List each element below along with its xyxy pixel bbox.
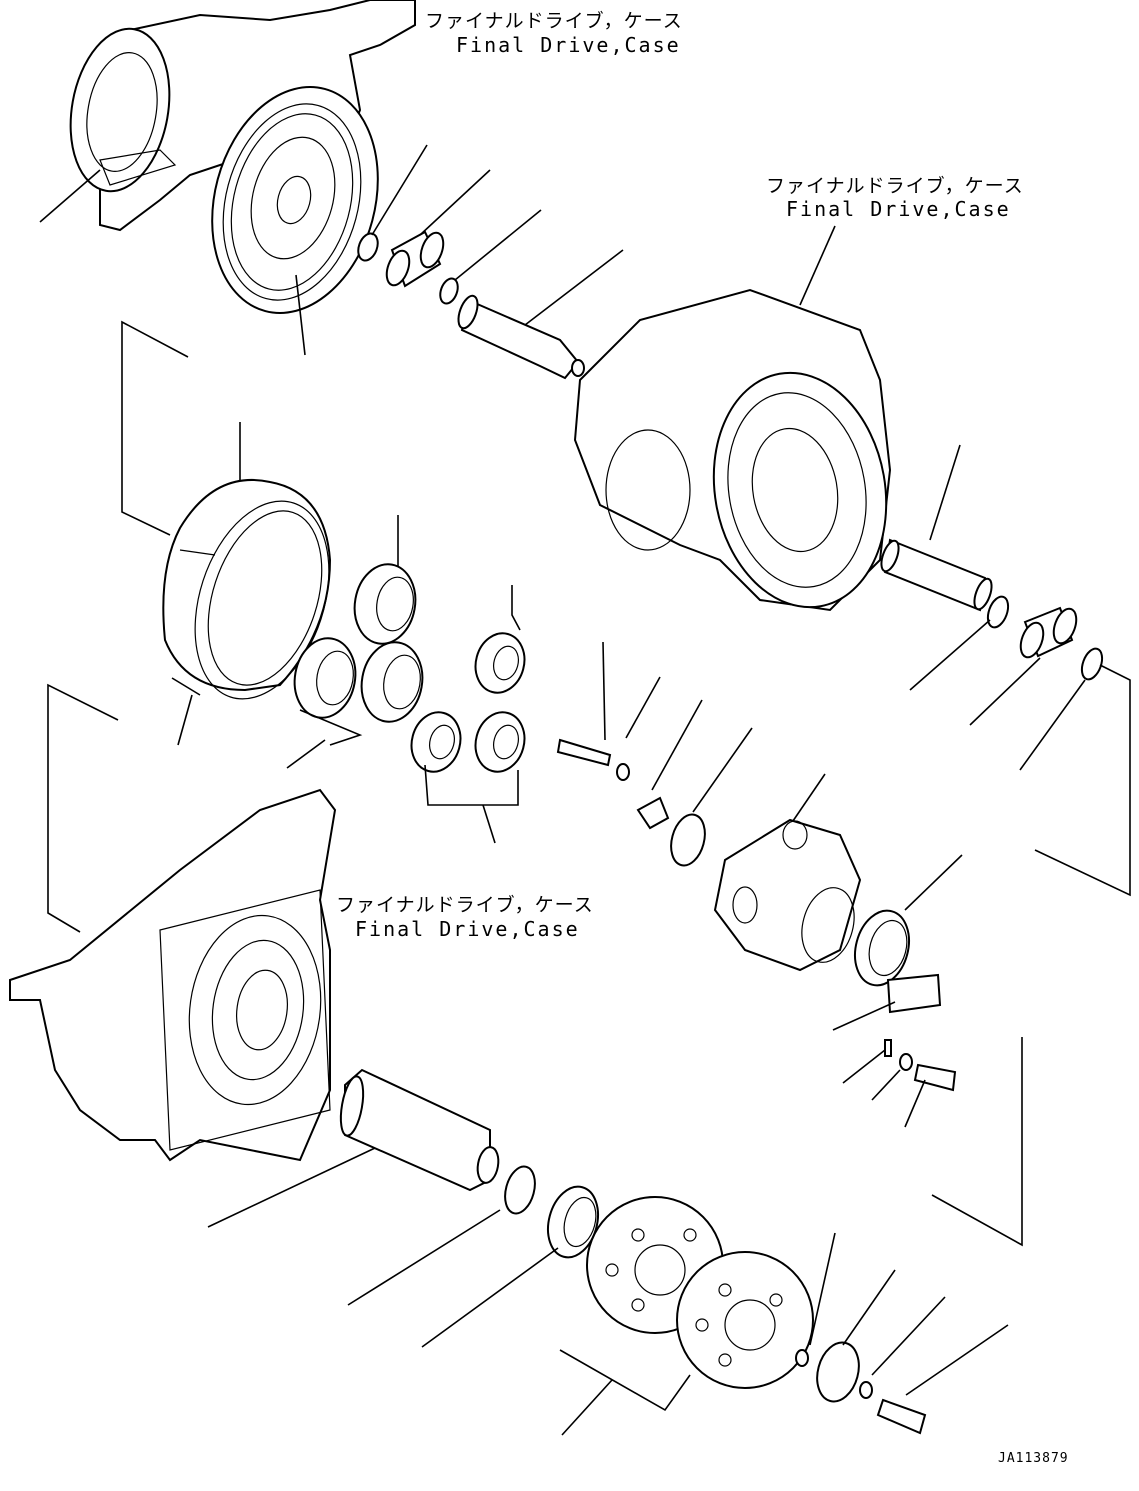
spline-coupling-right <box>1019 606 1078 659</box>
bolt-end <box>876 1398 927 1435</box>
washer-end <box>859 1381 873 1399</box>
label-jp: ファイナルドライブ，ケース <box>336 893 594 916</box>
bearing-1 <box>474 632 526 694</box>
label-final-drive-case-top: ファイナルドライブ，ケース Final Drive,Case <box>425 9 683 57</box>
snap-ring-right-2 <box>1080 647 1104 681</box>
bearing-2 <box>410 711 462 773</box>
snap-ring-bottom <box>504 1165 536 1215</box>
final-drive-case-right <box>573 288 892 612</box>
label-final-drive-case-bottom: ファイナルドライブ，ケース Final Drive,Case <box>336 893 594 941</box>
planet-carrier <box>713 818 862 972</box>
final-drive-case-top-left <box>69 0 416 314</box>
final-drive-case-bottom-left <box>9 788 337 1162</box>
sprocket-2 <box>676 1251 814 1389</box>
bolt-pin <box>913 1063 957 1092</box>
key <box>884 1039 892 1057</box>
label-en: Final Drive,Case <box>456 33 681 57</box>
bearing-bottom <box>547 1185 599 1259</box>
pin <box>171 677 201 696</box>
pin-shaft <box>886 973 942 1014</box>
label-en: Final Drive,Case <box>355 917 580 941</box>
bolt-carrier <box>556 738 612 767</box>
planet-gear-1 <box>353 563 417 645</box>
washer-pin <box>899 1053 913 1071</box>
shaft-right <box>880 538 993 612</box>
thrust-plate <box>670 813 706 867</box>
washer-carrier <box>616 763 630 781</box>
spline-coupling-top <box>385 230 445 288</box>
label-en: Final Drive,Case <box>786 197 1011 221</box>
snap-ring-right <box>986 595 1010 629</box>
oil-seal <box>854 909 910 987</box>
shaft-top <box>457 294 585 380</box>
drawing-code: JA113879 <box>998 1451 1069 1466</box>
bearing-3 <box>474 711 526 773</box>
washer-bottom <box>795 1349 809 1367</box>
planet-gear-2 <box>293 637 357 719</box>
end-plate <box>816 1341 860 1403</box>
ring-gear <box>162 478 332 700</box>
snap-ring-2 <box>439 277 459 305</box>
label-jp: ファイナルドライブ，ケース <box>766 174 1024 197</box>
label-jp: ファイナルドライブ，ケース <box>425 9 683 32</box>
shaft-bottom <box>339 1068 500 1192</box>
lock-plate <box>636 796 670 830</box>
planet-gear-3 <box>360 641 424 723</box>
label-final-drive-case-right: ファイナルドライブ，ケース Final Drive,Case <box>766 174 1024 221</box>
